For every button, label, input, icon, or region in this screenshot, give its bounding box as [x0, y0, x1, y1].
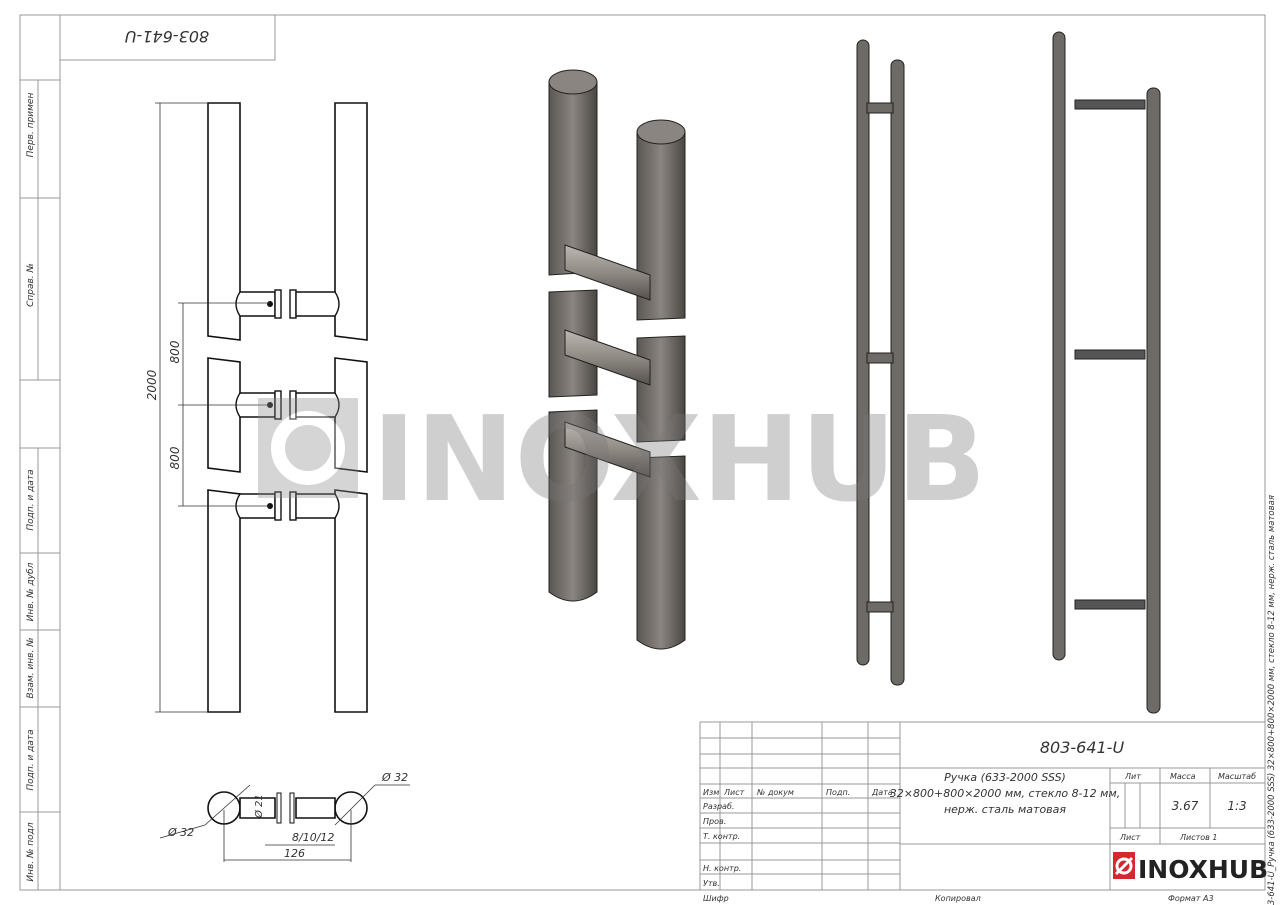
dim-total: 2000 — [145, 369, 159, 400]
label: Листов 1 — [1179, 833, 1218, 842]
top-view: Ø 32 Ø 32 Ø 21 8/10/12 126 — [159, 771, 410, 862]
dim-spacing-1: 800 — [168, 340, 182, 363]
label: № докум — [756, 788, 794, 797]
label: Дата — [871, 788, 893, 797]
label: INOXHUB — [1138, 855, 1268, 884]
label: Лист — [723, 788, 745, 797]
label: Инв. № дубл — [26, 562, 36, 621]
side-views — [856, 31, 1161, 714]
label: Масштаб — [1218, 772, 1256, 781]
label: 32×800+800×2000 мм, стекло 8-12 мм, — [890, 787, 1120, 800]
dim-diameter-right: Ø 32 — [381, 771, 408, 784]
label: Пров. — [703, 817, 726, 826]
rotated-code-box — [59, 14, 276, 61]
front-view: 2000 800 800 — [145, 102, 368, 713]
title-block: 803-641-U Ручка (633-2000 SSS) 32×800+80… — [699, 721, 1268, 903]
label: Подп. — [826, 788, 850, 797]
dim-glass: 8/10/12 — [292, 831, 334, 844]
iso-view — [548, 69, 686, 650]
dim-diameter-stem: Ø 21 — [253, 794, 265, 819]
label: Подп. и дата — [26, 469, 36, 530]
label: Утв. — [703, 879, 720, 888]
label: Справ. № — [26, 263, 36, 307]
rotated-code: 803-641-U — [125, 27, 210, 46]
file-label: Файл: 803-641-U_Ручка (633-2000 SSS) 32×… — [1267, 495, 1277, 905]
label: Перв. примен — [26, 93, 36, 158]
label: нерж. сталь матовая — [944, 803, 1066, 816]
label: Взам. инв. № — [26, 637, 36, 698]
scale-value: 1:3 — [1227, 799, 1246, 813]
label: Шифр — [703, 894, 729, 903]
mass-value: 3.67 — [1172, 799, 1199, 813]
dim-spacing-2: 800 — [168, 446, 182, 469]
label: Т. контр. — [703, 832, 740, 841]
label: Масса — [1170, 772, 1196, 781]
label: Ручка (633-2000 SSS) — [944, 771, 1066, 784]
side-strip: Перв. примен Справ. № Подп. и дата Инв. … — [19, 79, 61, 891]
dim-diameter-left: Ø 32 — [167, 826, 194, 839]
label: Изм — [703, 788, 719, 797]
label: Копировал — [935, 894, 981, 903]
designation: 803-641-U — [1040, 738, 1125, 757]
label: INOXHUB — [372, 390, 986, 528]
label: Инв. № подл — [26, 822, 36, 881]
watermark: INOXHUB — [258, 390, 986, 528]
label: Лит — [1124, 772, 1141, 781]
dim-offset: 126 — [284, 847, 305, 860]
label: Подп. и дата — [26, 729, 36, 790]
label: Лист — [1119, 833, 1141, 842]
label: Разраб. — [703, 802, 734, 811]
inoxhub-logo: INOXHUB — [1113, 852, 1268, 884]
label: Н. контр. — [703, 864, 741, 873]
label: Формат А3 — [1168, 894, 1214, 903]
